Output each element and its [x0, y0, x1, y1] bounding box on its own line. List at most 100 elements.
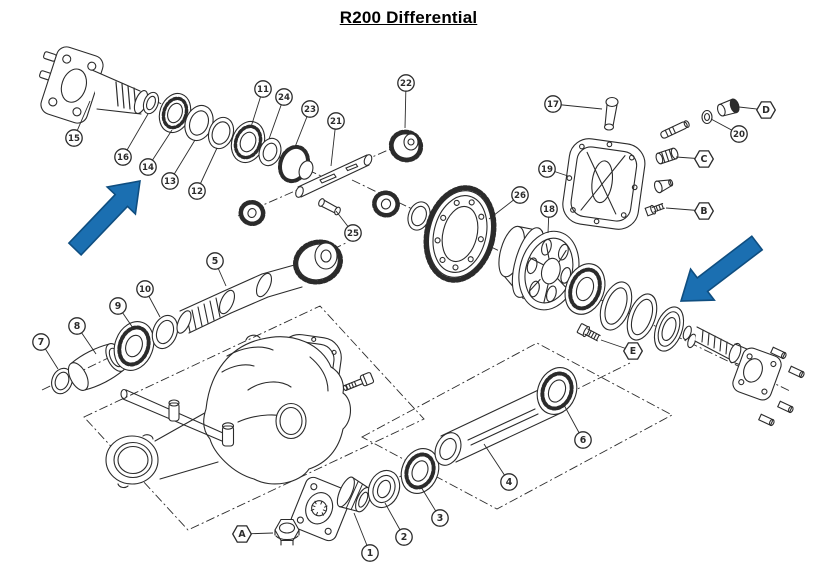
plane-parallelogram-left: [83, 305, 425, 531]
part-filler-plug-D: [716, 98, 740, 117]
right-highlight-arrow: [679, 235, 764, 302]
callout-label-3: 3: [437, 513, 444, 524]
highlight-arrows-layer: [67, 180, 764, 302]
part-bolt-B: [644, 203, 665, 217]
part-cone-plug: [653, 179, 674, 194]
part-companion-flange-front: [39, 46, 149, 124]
callout-2: 2: [384, 502, 413, 546]
callout-17: 17: [544, 95, 603, 113]
callout-A: A: [231, 525, 274, 543]
part-differential-case-18: [498, 225, 580, 311]
page-title: R200 Differential: [339, 8, 478, 27]
callout-label-15: 15: [68, 134, 80, 144]
callout-label-19: 19: [541, 165, 553, 175]
callout-1: 1: [353, 512, 379, 562]
callout-label-8: 8: [74, 321, 81, 332]
callout-10: 10: [136, 280, 161, 318]
part-cover-bolt: [342, 372, 375, 391]
part-companion-flange-1: [336, 476, 372, 513]
callout-24: 24: [268, 88, 293, 140]
callout-label-10: 10: [139, 285, 151, 295]
part-seal-2: [367, 469, 401, 509]
callout-3: 3: [420, 486, 449, 527]
callout-label-B: B: [700, 206, 707, 217]
part-washer-10: [151, 314, 179, 350]
callout-label-C: C: [701, 154, 708, 165]
callout-D: D: [738, 101, 777, 119]
part-ring-gear-bolt-E: [576, 323, 601, 342]
part-bearing-retainer-plate: [290, 476, 352, 542]
part-pinion-nut-A: [274, 518, 300, 546]
callout-13: 13: [161, 139, 196, 190]
callout-12: 12: [188, 147, 218, 200]
part-side-gear-23: [277, 144, 314, 184]
callout-B: B: [665, 202, 715, 220]
callout-C: C: [675, 150, 715, 168]
part-washer-right: [599, 281, 633, 331]
part-stud-top-right: [660, 120, 690, 139]
callout-23: 23: [294, 100, 319, 148]
part-side-gear-right: [372, 190, 400, 218]
callout-label-18: 18: [543, 205, 555, 215]
part-ring-gear-26: [423, 185, 497, 283]
callout-9: 9: [109, 297, 134, 329]
part-bearing-3: [400, 448, 440, 494]
part-bearing-14: [158, 92, 192, 134]
callout-8: 8: [68, 317, 97, 355]
upper-left-highlight-arrow: [67, 180, 141, 257]
callout-label-12: 12: [191, 187, 203, 197]
callout-14: 14: [139, 129, 173, 176]
callout-label-24: 24: [278, 93, 290, 103]
callout-15: 15: [65, 100, 91, 147]
callout-label-7: 7: [38, 337, 45, 348]
callout-label-6: 6: [580, 435, 587, 446]
part-collar-right: [682, 325, 697, 349]
callout-label-25: 25: [347, 229, 359, 239]
callout-label-E: E: [630, 346, 636, 357]
callout-label-13: 13: [164, 177, 176, 187]
part-drive-pinion-5: [176, 239, 343, 334]
callout-25: 25: [335, 210, 362, 242]
part-pinion-shaft-21: [295, 154, 373, 198]
callout-16: 16: [114, 113, 149, 166]
part-pinion-mate-gear-left: [238, 199, 266, 227]
callout-20: 20: [710, 118, 748, 143]
part-bearing-11: [230, 120, 266, 164]
part-bearing-9: [113, 321, 155, 371]
part-breather-17: [603, 96, 619, 131]
part-side-retainer-tube-4: [434, 384, 564, 466]
callout-label-D: D: [762, 105, 770, 116]
part-side-bearing-right: [564, 263, 606, 315]
callout-label-1: 1: [367, 548, 374, 559]
part-plug-C: [655, 147, 679, 165]
part-washer-24: [258, 137, 282, 167]
callout-6: 6: [563, 404, 592, 449]
part-rear-cover-19: [562, 138, 646, 230]
callout-label-A: A: [238, 529, 246, 540]
callout-5: 5: [206, 252, 227, 287]
callout-7: 7: [32, 333, 59, 370]
callout-label-26: 26: [514, 191, 526, 201]
callout-label-14: 14: [142, 163, 154, 173]
part-bearing-6: [536, 367, 578, 415]
axis-pinion: [41, 241, 349, 391]
part-ring-right: [626, 293, 658, 341]
callout-18: 18: [540, 200, 558, 234]
part-oring-16: [142, 91, 160, 115]
part-gear-carrier-housing: [105, 334, 352, 489]
part-pinion-gear-22: [388, 129, 424, 163]
callout-21: 21: [327, 112, 345, 167]
callout-label-17: 17: [547, 100, 559, 110]
callout-label-16: 16: [117, 153, 129, 163]
part-side-flange-shaft: [694, 326, 805, 427]
callout-22: 22: [397, 74, 415, 129]
callout-label-4: 4: [506, 477, 513, 488]
callout-label-20: 20: [733, 130, 745, 140]
callout-26: 26: [488, 186, 529, 220]
callout-label-5: 5: [212, 256, 219, 267]
callout-19: 19: [538, 160, 569, 178]
callouts-layer: 1234567891011121314151617181920212223242…: [32, 74, 777, 562]
callout-E: E: [600, 339, 644, 360]
callout-label-21: 21: [330, 117, 342, 127]
